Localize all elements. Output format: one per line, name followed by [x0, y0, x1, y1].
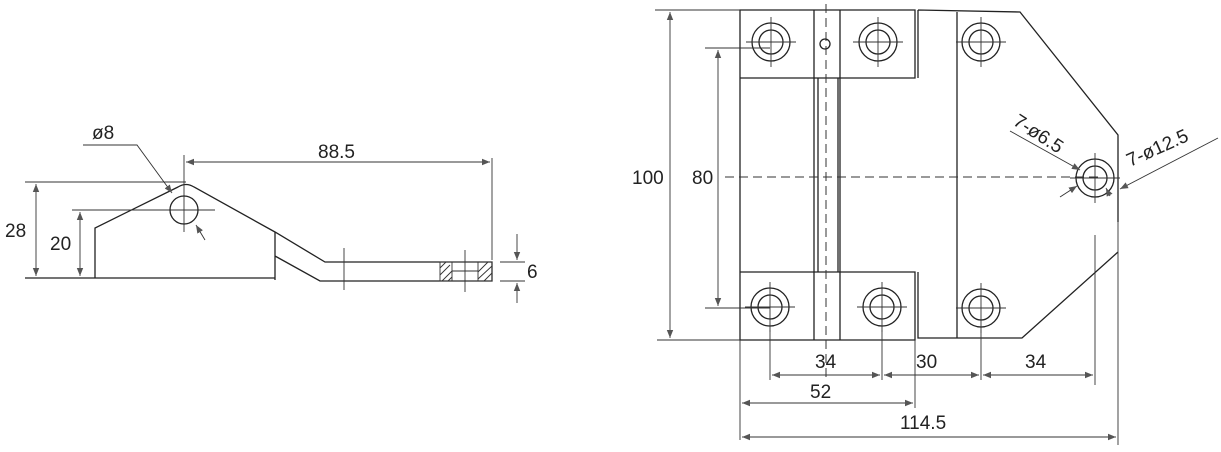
countersunk-holes: [745, 17, 1120, 333]
dim-80-label: 80: [692, 168, 713, 189]
pin-hole: [169, 195, 199, 225]
hole: [746, 17, 796, 67]
dim-6-label: 6: [527, 262, 538, 283]
dim-34-left-label: 34: [815, 352, 837, 373]
hinge-knuckle: [813, 10, 841, 340]
dia12-5-label: 7-ø12.5: [1123, 126, 1191, 172]
side-view: 28 20 88.5 ø8 6: [5, 123, 538, 303]
dim-30-label: 30: [916, 352, 937, 373]
dia6-5-arrow: [1059, 185, 1078, 198]
dim-28-label: 28: [5, 221, 26, 242]
side-profile: [94, 183, 493, 282]
dim-34-right-label: 34: [1025, 352, 1047, 373]
dia6-5-label: 7-ø6.5: [1009, 111, 1066, 159]
dim-dia8-arrow: [195, 224, 206, 241]
hole: [857, 282, 907, 332]
hole: [1070, 153, 1120, 203]
dim-88-5-label: 88.5: [318, 142, 355, 163]
dim-dia8-leader: [83, 144, 173, 194]
dia6-5-leader: [1009, 130, 1081, 171]
dim-dia8-label: ø8: [92, 123, 114, 144]
pin-hole: [819, 38, 831, 50]
dim-114-5-label: 114.5: [900, 413, 946, 434]
left-leaf: [739, 9, 916, 341]
dia12-5-leader: [1119, 137, 1219, 190]
dia12-5-arrow: [1105, 187, 1113, 197]
hole: [853, 17, 903, 67]
front-view: 100 80 34 30 34 52 114.5 7-ø6.5 7-ø12.5: [632, 4, 1219, 445]
hole: [956, 283, 1006, 333]
extension-lines: [739, 222, 1119, 445]
hole: [956, 17, 1006, 67]
hole: [745, 282, 795, 332]
dim-100-label: 100: [632, 168, 664, 189]
right-leaf: [917, 9, 1119, 339]
dim-52-label: 52: [810, 382, 831, 403]
hatched-section: [439, 250, 493, 292]
dim-20-label: 20: [50, 234, 71, 255]
